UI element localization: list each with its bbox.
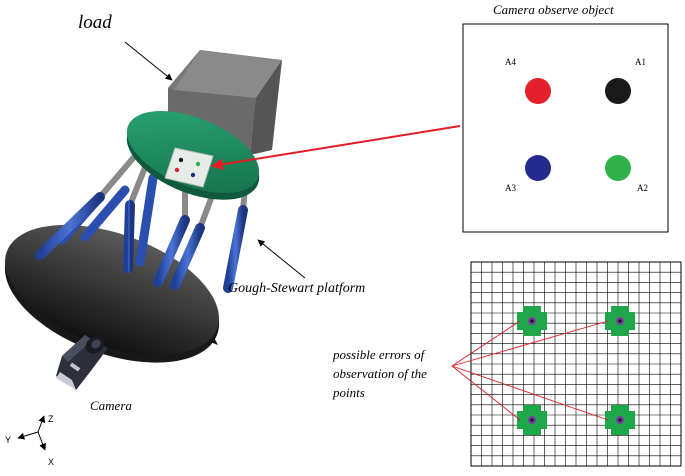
errors-label-line2: observation of the: [333, 366, 427, 381]
error-leader-lines: [451, 320, 609, 421]
card-dot: [178, 157, 184, 163]
grid-lines: [470, 261, 682, 467]
target-card: [164, 147, 214, 188]
point-label-a2: A2: [637, 183, 648, 193]
observe-title: Camera observe object: [493, 2, 614, 17]
errors-label-line1: possible errors of: [332, 347, 427, 362]
error-marker-top-right: [605, 306, 635, 336]
error-marker-top-left: [517, 306, 547, 336]
point-a4: [525, 78, 551, 104]
gough-stewart-platform: [4, 50, 282, 363]
camera-icon: [56, 335, 108, 390]
error-grid-panel: [470, 261, 682, 467]
point-a1: [605, 78, 631, 104]
coordinate-axes: Z Y X: [5, 414, 54, 467]
point-a3: [525, 155, 551, 181]
errors-label-line3: points: [332, 385, 365, 400]
camera-label: Camera: [90, 398, 132, 413]
axis-y-label: Y: [5, 435, 11, 445]
error-marker-bottom-right: [605, 405, 635, 435]
platform-arrow: [257, 239, 306, 279]
point-label-a3: A3: [505, 183, 516, 193]
point-a2: [605, 155, 631, 181]
point-label-a4: A4: [505, 57, 516, 67]
card-dot: [190, 172, 196, 178]
observation-arrow: [210, 125, 461, 171]
platform-label: Gough-Stewart platform: [228, 281, 365, 296]
axis-x-label: X: [48, 457, 54, 467]
card-dot: [195, 161, 201, 167]
load-arrow: [124, 41, 173, 81]
error-marker-bottom-left: [517, 405, 547, 435]
load-label: load: [78, 12, 112, 33]
axis-z-label: Z: [48, 414, 54, 424]
observe-panel: A4 A1 A3 A2: [462, 23, 669, 233]
point-label-a1: A1: [635, 57, 646, 67]
card-dot: [174, 167, 180, 173]
